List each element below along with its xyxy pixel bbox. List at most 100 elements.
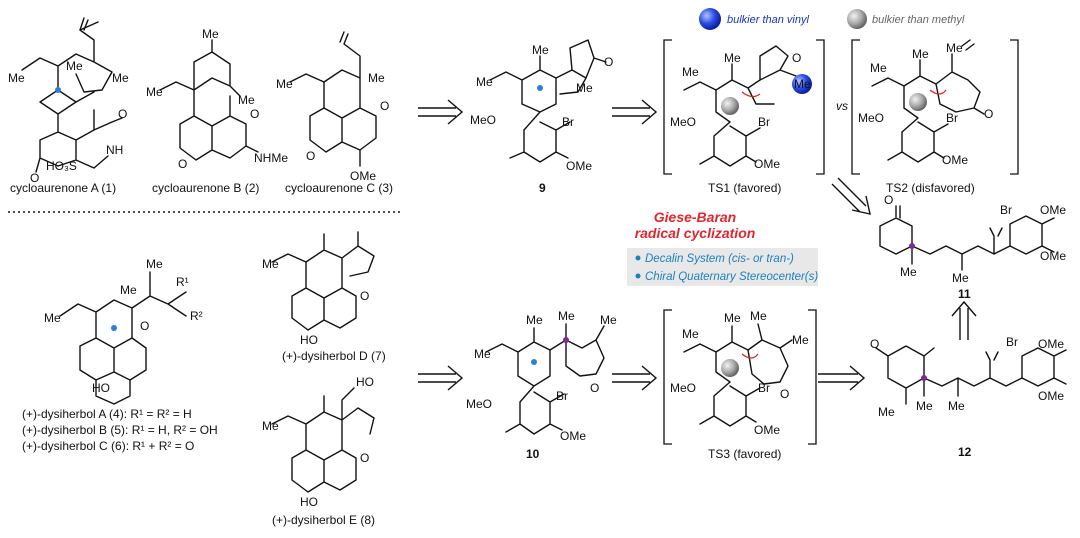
atom-me: Me [474, 347, 491, 361]
atom-me: Me [262, 419, 279, 433]
label-dysiherbol-d: (+)-dysiherbol D (7) [282, 349, 386, 363]
structure-dysiherbol-d: Me O HO (+)-dysiherbol D (7) [262, 231, 386, 363]
atom-ome: OMe [1038, 389, 1064, 403]
label-ts2: TS2 (disfavored) [886, 181, 975, 195]
atom-ome: OMe [560, 429, 586, 443]
atom-o: O [250, 107, 259, 121]
label-compound-10: 10 [526, 447, 540, 461]
atom-br: Br [562, 115, 574, 129]
atom-ho: HO [300, 495, 318, 509]
atom-o: O [780, 387, 789, 401]
atom-me: Me [952, 271, 969, 285]
atom-nh: NH [106, 143, 123, 157]
retro-arrow [418, 99, 464, 125]
atom-me: Me [476, 75, 493, 89]
bullet-2: Chiral Quaternary Stereocenter(s) [645, 271, 818, 283]
atom-br: Br [1006, 335, 1018, 349]
structure-10: Me Me Me Me O MeO Br OMe 10 [466, 309, 617, 461]
bullet-1: Decalin System (cis- or tran-) [645, 253, 794, 265]
atom-br: Br [758, 381, 770, 395]
retro-arrow [818, 365, 866, 391]
atom-r1: R¹ [176, 275, 189, 289]
atom-me: Me [112, 71, 129, 85]
atom-ome: OMe [1040, 249, 1066, 263]
atom-br: Br [946, 111, 958, 125]
blue-ball-icon [792, 74, 812, 94]
atom-me: Me [682, 65, 699, 79]
gray-ball-icon [721, 97, 739, 115]
atom-me: Me [368, 71, 385, 85]
gray-ball-icon [909, 93, 927, 111]
atom-o: O [360, 451, 369, 465]
atom-ho: HO [356, 375, 374, 389]
transition-state-ts3: Me Me Me Me O MeO Br OMe TS3 (favored) [663, 309, 817, 461]
atom-me: Me [238, 93, 255, 107]
bullet-icon [635, 255, 641, 261]
atom-me: Me [262, 257, 279, 271]
atom-me: Me [792, 333, 809, 347]
label-compound-11: 11 [958, 287, 971, 301]
retro-arrow [612, 99, 658, 125]
transition-state-ts1: Me Me O Me MeO Br OMe TS1 (favored) [663, 39, 825, 195]
atom-me: Me [576, 81, 593, 95]
retro-arrow [612, 365, 658, 391]
label-dysiherbol-e: (+)-dysiherbol E (8) [272, 513, 375, 527]
atom-meo: MeO [858, 111, 884, 125]
blue-ball-legend-icon [699, 8, 721, 30]
atom-o: O [984, 107, 993, 121]
atom-me: Me [724, 311, 741, 325]
stereocenter-marker [921, 375, 927, 381]
retro-arrow [831, 177, 871, 215]
atom-o: O [360, 289, 369, 303]
versus-text: vs [836, 99, 848, 113]
structure-9: Me Me O Me MeO Br OMe 9 [470, 39, 613, 195]
atom-me: Me [202, 27, 219, 41]
atom-o: O [590, 381, 599, 395]
atom-me: Me [146, 85, 163, 99]
atom-o: O [884, 193, 893, 207]
atom-meo: MeO [670, 115, 696, 129]
feature-box [627, 248, 818, 286]
structure-cycloaurenone-b: Me Me Me O O NHMe cycloaurenone B (2) [146, 27, 288, 195]
atom-me: Me [948, 399, 965, 413]
stereocenter-marker [563, 337, 569, 343]
atom-me: Me [146, 257, 163, 271]
atom-br: Br [1000, 203, 1012, 217]
label-ts1: TS1 (favored) [708, 181, 781, 195]
atom-o: O [792, 51, 801, 65]
label-cycloaurenone-a: cycloaurenone A (1) [10, 181, 116, 195]
atom-o: O [306, 149, 315, 163]
atom-ho: HO [300, 333, 318, 347]
atom-meo: MeO [470, 113, 496, 127]
structure-cycloaurenone-a: Me Me Me O NH O HO₃S cycloaurenone A (1) [8, 17, 129, 195]
gray-ball-legend-icon [847, 9, 867, 29]
atom-me: Me [558, 309, 575, 323]
structure-cycloaurenone-c: Me Me O O OMe cycloaurenone C (3) [276, 31, 393, 195]
atom-ome: OMe [754, 157, 780, 171]
atom-me: Me [750, 309, 767, 323]
atom-nhme: NHMe [254, 151, 288, 165]
bullet-icon [635, 273, 641, 279]
label-compound-9: 9 [539, 181, 546, 195]
retro-arrow [418, 365, 464, 391]
atom-me: Me [66, 59, 83, 73]
atom-ome: OMe [942, 153, 968, 167]
atom-o: O [30, 171, 39, 185]
atom-me: Me [900, 265, 917, 279]
atom-ome: OMe [1040, 203, 1066, 217]
atom-ome: OMe [1038, 337, 1064, 351]
structure-11: O Me Me Br OMe OMe 11 [879, 193, 1066, 301]
legend-blue-text: bulkier than vinyl [727, 14, 809, 26]
label-dysiherbol-a: (+)-dysiherbol A (4): R¹ = R² = H [22, 407, 192, 421]
atom-o: O [870, 337, 879, 351]
label-dysiherbol-c: (+)-dysiherbol C (6): R¹ + R² = O [22, 439, 194, 453]
atom-me: Me [682, 327, 699, 341]
structure-dysiherbol-a-c: Me Me Me R¹ R² O HO (+)-dysiherbol A (4)… [22, 257, 218, 453]
atom-me: Me [526, 313, 543, 327]
atom-me: Me [8, 71, 25, 85]
atom-me: Me [724, 51, 741, 65]
atom-me: Me [878, 405, 895, 419]
subtitle-text: radical cyclization [635, 225, 756, 241]
stereocenter-marker [55, 87, 61, 93]
